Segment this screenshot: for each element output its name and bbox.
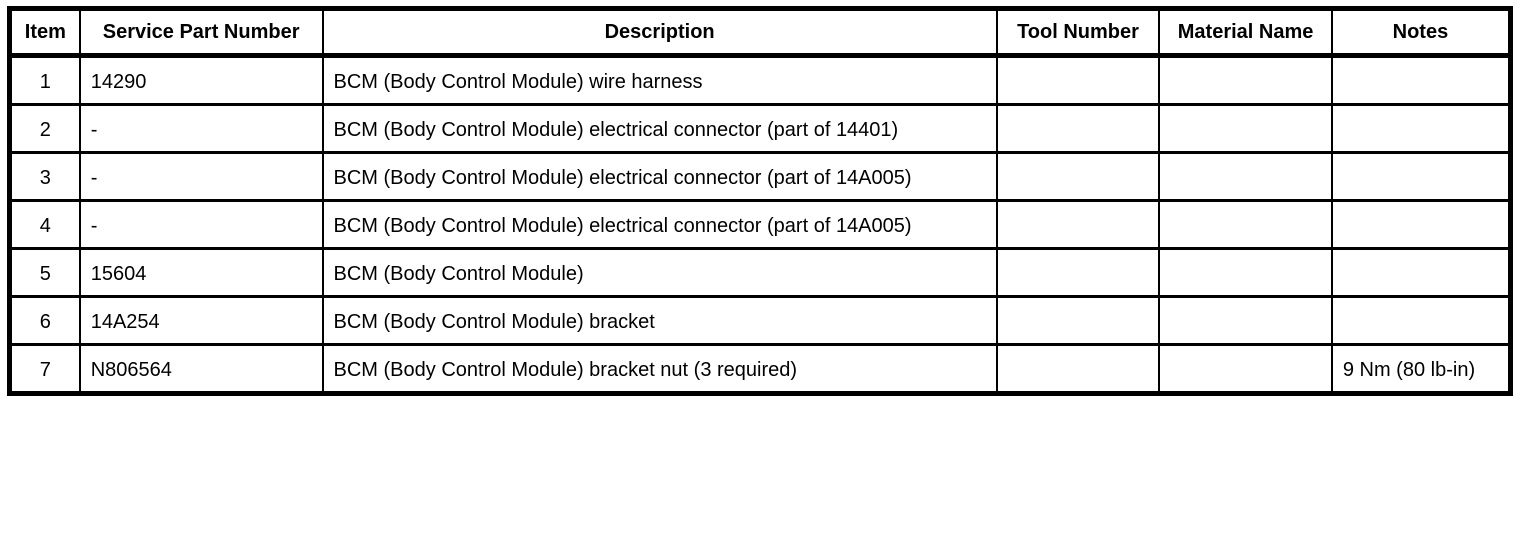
column-header-service-part-number: Service Part Number xyxy=(78,8,324,58)
table-row: 6 14A254 BCM (Body Control Module) brack… xyxy=(8,295,1512,346)
cell-material-name xyxy=(1158,295,1333,346)
table-row: 1 14290 BCM (Body Control Module) wire h… xyxy=(8,54,1512,106)
table-row: 7 N806564 BCM (Body Control Module) brac… xyxy=(8,343,1512,395)
table-row: 3 - BCM (Body Control Module) electrical… xyxy=(8,151,1512,202)
cell-service-part-number: - xyxy=(78,103,324,154)
cell-service-part-number: - xyxy=(78,151,324,202)
cell-service-part-number: 14290 xyxy=(78,54,324,106)
cell-description: BCM (Body Control Module) xyxy=(321,247,998,298)
cell-service-part-number: - xyxy=(78,199,324,250)
cell-notes xyxy=(1330,295,1512,346)
cell-material-name xyxy=(1158,103,1333,154)
cell-tool-number xyxy=(995,343,1161,395)
cell-description: BCM (Body Control Module) bracket xyxy=(321,295,998,346)
cell-tool-number xyxy=(995,199,1161,250)
cell-material-name xyxy=(1158,247,1333,298)
document-page: Item Service Part Number Description Too… xyxy=(7,6,1513,396)
cell-tool-number xyxy=(995,295,1161,346)
column-header-tool-number: Tool Number xyxy=(995,8,1161,58)
cell-item: 3 xyxy=(8,151,81,202)
cell-item: 5 xyxy=(8,247,81,298)
cell-notes xyxy=(1330,151,1512,202)
cell-material-name xyxy=(1158,199,1333,250)
column-header-notes: Notes xyxy=(1330,8,1512,58)
cell-notes xyxy=(1330,54,1512,106)
table-body: 1 14290 BCM (Body Control Module) wire h… xyxy=(8,54,1512,395)
header-row: Item Service Part Number Description Too… xyxy=(8,8,1512,58)
parts-table: Item Service Part Number Description Too… xyxy=(7,6,1513,396)
cell-notes xyxy=(1330,103,1512,154)
cell-tool-number xyxy=(995,103,1161,154)
cell-service-part-number: 15604 xyxy=(78,247,324,298)
cell-description: BCM (Body Control Module) wire harness xyxy=(321,54,998,106)
table-row: 2 - BCM (Body Control Module) electrical… xyxy=(8,103,1512,154)
cell-item: 1 xyxy=(8,54,81,106)
cell-item: 4 xyxy=(8,199,81,250)
cell-description: BCM (Body Control Module) electrical con… xyxy=(321,103,998,154)
column-header-item: Item xyxy=(8,8,81,58)
table-header: Item Service Part Number Description Too… xyxy=(8,8,1512,58)
cell-tool-number xyxy=(995,54,1161,106)
cell-material-name xyxy=(1158,343,1333,395)
cell-item: 2 xyxy=(8,103,81,154)
table-row: 5 15604 BCM (Body Control Module) xyxy=(8,247,1512,298)
table-row: 4 - BCM (Body Control Module) electrical… xyxy=(8,199,1512,250)
cell-material-name xyxy=(1158,151,1333,202)
cell-notes xyxy=(1330,199,1512,250)
cell-notes: 9 Nm (80 lb-in) xyxy=(1330,343,1512,395)
cell-tool-number xyxy=(995,151,1161,202)
cell-description: BCM (Body Control Module) electrical con… xyxy=(321,199,998,250)
cell-tool-number xyxy=(995,247,1161,298)
cell-item: 6 xyxy=(8,295,81,346)
column-header-material-name: Material Name xyxy=(1158,8,1333,58)
cell-description: BCM (Body Control Module) bracket nut (3… xyxy=(321,343,998,395)
cell-item: 7 xyxy=(8,343,81,395)
cell-service-part-number: 14A254 xyxy=(78,295,324,346)
cell-material-name xyxy=(1158,54,1333,106)
cell-service-part-number: N806564 xyxy=(78,343,324,395)
cell-notes xyxy=(1330,247,1512,298)
cell-description: BCM (Body Control Module) electrical con… xyxy=(321,151,998,202)
column-header-description: Description xyxy=(321,8,998,58)
